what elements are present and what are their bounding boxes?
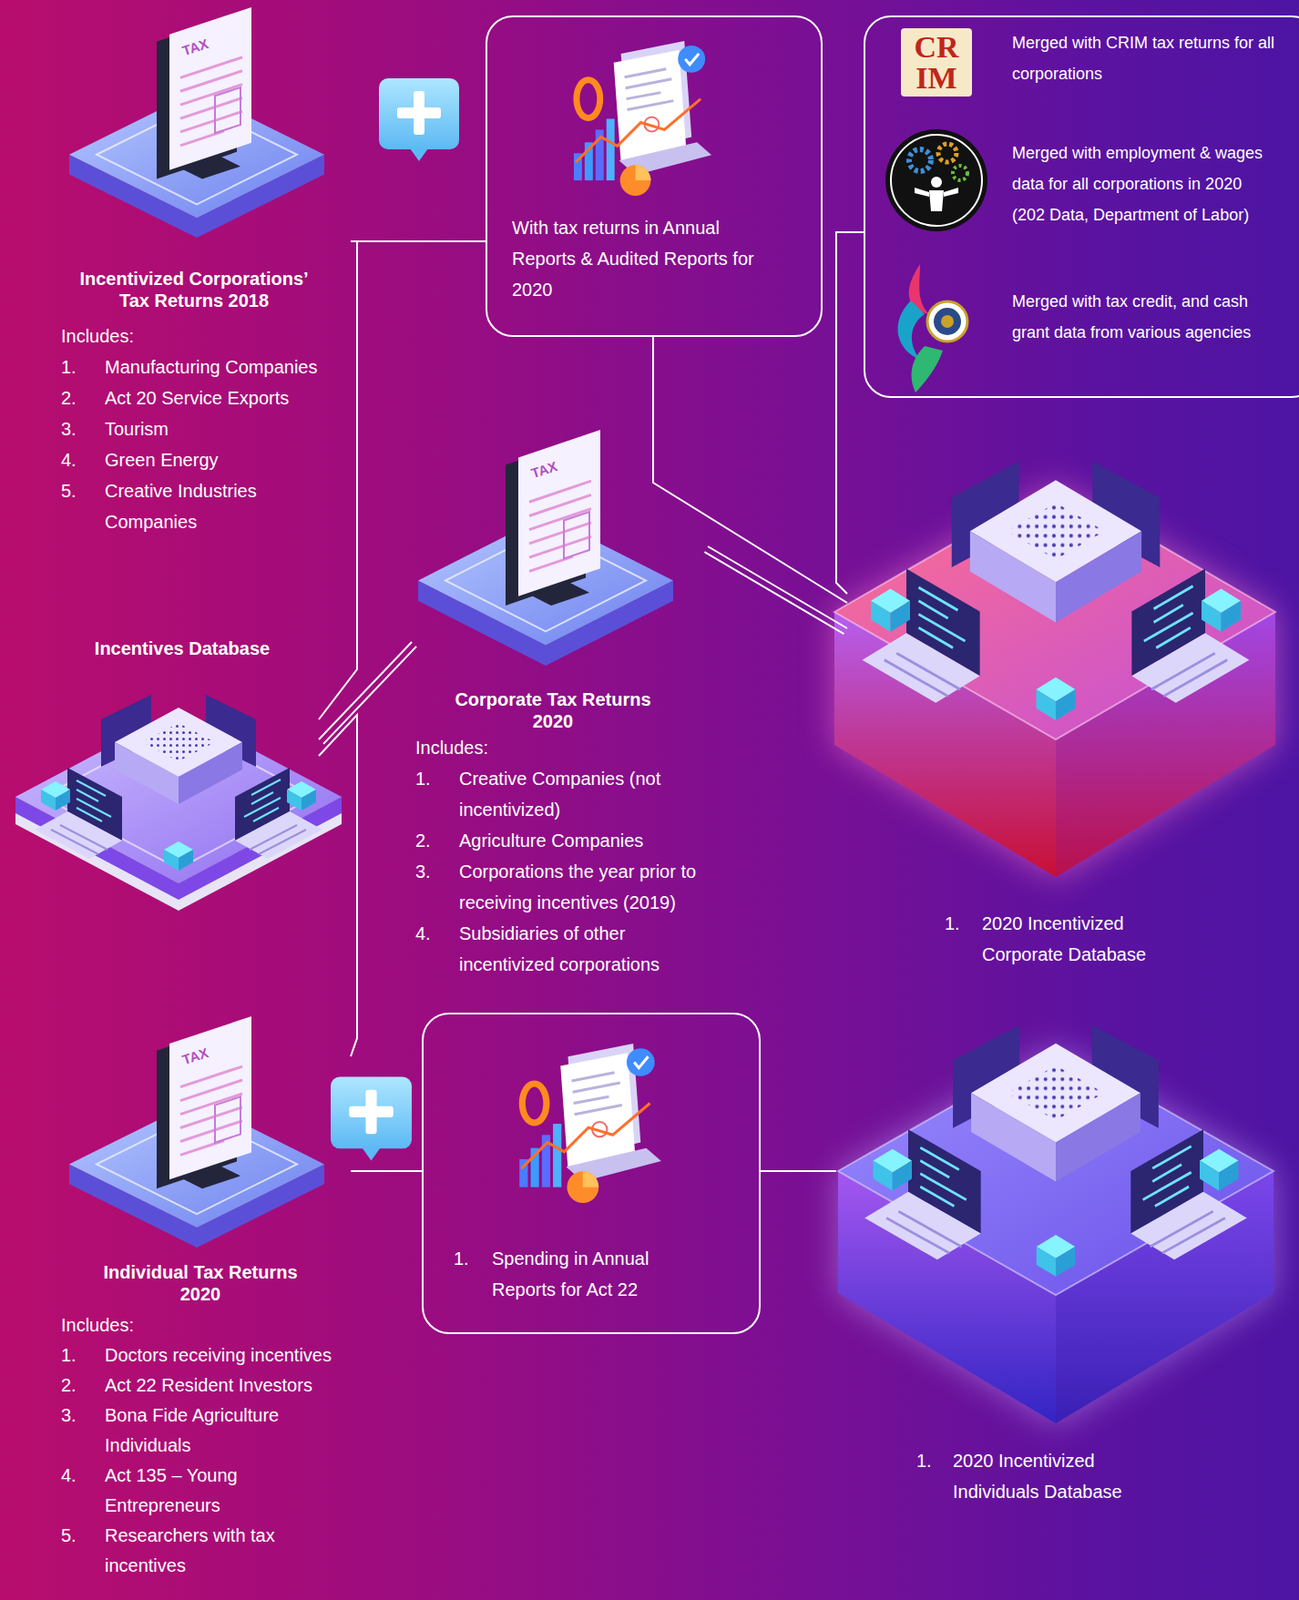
list-item: 2020 Incentivized Corporate Database bbox=[981, 908, 1165, 971]
database-cube: 1.2020 Incentivized Individuals Database bbox=[836, 1040, 1276, 1508]
intro-text: Includes: bbox=[415, 732, 708, 764]
item-list: 1.2020 Incentivized Individuals Database bbox=[916, 1445, 1276, 1508]
connector-line bbox=[350, 1170, 422, 1173]
list-item: Green Energy bbox=[104, 444, 333, 476]
list-item: 2020 Incentivized Individuals Database bbox=[952, 1445, 1136, 1508]
connector-line bbox=[318, 642, 412, 740]
list-item: Act 135 – Young Entrepreneurs bbox=[104, 1461, 344, 1522]
intro-text: Includes: bbox=[61, 320, 351, 352]
connector-line bbox=[653, 337, 848, 604]
list-number: 4. bbox=[61, 1461, 105, 1522]
connector-line bbox=[318, 241, 358, 720]
item-list: 1.2020 Incentivized Corporate Database bbox=[944, 908, 1276, 971]
report-box: With tax returns in Annual Reports & Aud… bbox=[485, 15, 823, 338]
tax-return-source: Individual Tax Returns 2020Includes:1.Do… bbox=[61, 1014, 351, 1582]
database-node: Incentives Database bbox=[15, 633, 319, 934]
merge-text: Merged with employment & wages data for … bbox=[1012, 137, 1279, 231]
list-item: Doctors receiving incentives bbox=[104, 1340, 344, 1371]
list-number: 3. bbox=[415, 856, 460, 919]
list-number: 1. bbox=[61, 1340, 105, 1371]
icon-text: TAX bbox=[180, 35, 211, 60]
connector bbox=[653, 337, 848, 604]
node-heading: Corporate Tax Returns 2020 bbox=[443, 688, 663, 733]
node-heading: Incentives Database bbox=[63, 637, 301, 660]
list-item: Creative Industries Companies bbox=[104, 475, 333, 538]
tax-return-source: Incentivized Corporations’ Tax Returns 2… bbox=[61, 5, 351, 538]
list-number: 5. bbox=[61, 1521, 105, 1582]
icon-text: TAX bbox=[529, 458, 560, 482]
connector bbox=[318, 715, 358, 1057]
item-list: 1.Doctors receiving incentives2.Act 22 R… bbox=[61, 1340, 351, 1582]
report-icon bbox=[573, 40, 712, 196]
labor-logo bbox=[885, 129, 988, 232]
list-number: 1. bbox=[61, 351, 105, 383]
connector-line bbox=[836, 232, 864, 594]
list-number: 2. bbox=[61, 382, 105, 414]
item-list: 1.Spending in Annual Reports for Act 22 bbox=[453, 1243, 759, 1306]
report-icons bbox=[519, 40, 712, 1204]
tax-icon bbox=[69, 1016, 325, 1248]
list-number: 1. bbox=[944, 908, 982, 971]
node-heading: Incentivized Corporations’ Tax Returns 2… bbox=[71, 267, 318, 312]
government-logo bbox=[898, 264, 968, 393]
connector-line bbox=[323, 646, 417, 745]
tax-icon bbox=[69, 7, 325, 238]
list-number: 1. bbox=[453, 1243, 492, 1306]
logo-text: CRIM bbox=[910, 31, 963, 94]
list-number: 1. bbox=[415, 763, 460, 826]
list-item: Corporations the year prior to receiving… bbox=[459, 856, 706, 919]
connector-line bbox=[350, 240, 486, 243]
connector bbox=[318, 241, 358, 720]
connector-line bbox=[760, 1170, 837, 1173]
list-item: Bona Fide Agriculture Individuals bbox=[104, 1401, 344, 1462]
list-item: Act 22 Resident Investors bbox=[104, 1370, 344, 1402]
list-number: 1. bbox=[916, 1445, 953, 1508]
connector bbox=[704, 546, 848, 635]
merge-text: Merged with CRIM tax returns for all cor… bbox=[1012, 27, 1279, 90]
merge-text: Merged with tax credit, and cash grant d… bbox=[1012, 286, 1279, 348]
list-number: 2. bbox=[61, 1370, 105, 1402]
list-number: 2. bbox=[415, 825, 460, 857]
list-number: 3. bbox=[61, 1401, 105, 1462]
plus-sign bbox=[378, 78, 460, 162]
connector-line bbox=[707, 546, 848, 629]
item-list: 1.Creative Companies (not incentivized)2… bbox=[415, 763, 708, 981]
report-icon bbox=[519, 1043, 662, 1204]
list-item: Agriculture Companies bbox=[459, 825, 706, 857]
list-item: Researchers with tax incentives bbox=[104, 1521, 344, 1582]
list-number: 5. bbox=[61, 475, 105, 538]
list-number: 4. bbox=[61, 444, 105, 476]
tax-icons bbox=[69, 7, 674, 1248]
list-item: Act 20 Service Exports bbox=[104, 382, 333, 414]
list-item: Spending in Annual Reports for Act 22 bbox=[491, 1243, 675, 1306]
tax-icon bbox=[418, 429, 674, 666]
list-item: Manufacturing Companies bbox=[104, 351, 333, 383]
list-item: Creative Companies (not incentivized) bbox=[459, 763, 706, 826]
crim-logo bbox=[900, 28, 972, 97]
item-list: 1.Manufacturing Companies2.Act 20 Servic… bbox=[61, 351, 351, 538]
intro-text: Includes: bbox=[61, 1310, 351, 1341]
list-item: Tourism bbox=[104, 413, 333, 445]
box-text: With tax returns in Annual Reports & Aud… bbox=[511, 212, 768, 306]
connector bbox=[350, 1171, 422, 1173]
corporate-database-cube bbox=[834, 461, 1276, 878]
individuals-database-cube bbox=[838, 1025, 1274, 1424]
tax-return-source: Corporate Tax Returns 2020Includes:1.Cre… bbox=[411, 491, 708, 981]
connector-line bbox=[704, 552, 844, 635]
connector-line bbox=[318, 715, 358, 1057]
list-number: 3. bbox=[61, 413, 105, 445]
list-number: 4. bbox=[415, 918, 460, 981]
list-item: Subsidiaries of other incentivized corpo… bbox=[459, 918, 706, 981]
connector bbox=[760, 1171, 837, 1173]
connector bbox=[318, 642, 417, 745]
connector bbox=[836, 232, 864, 594]
node-heading: Individual Tax Returns 2020 bbox=[91, 1261, 310, 1306]
report-box: 1.Spending in Annual Reports for Act 22 bbox=[421, 1012, 761, 1335]
database-platform bbox=[15, 695, 342, 911]
connector bbox=[350, 241, 486, 243]
plus-sign bbox=[330, 1077, 412, 1162]
database-cube: 1.2020 Incentivized Corporate Database bbox=[847, 449, 1276, 971]
icon-text: TAX bbox=[180, 1044, 211, 1069]
